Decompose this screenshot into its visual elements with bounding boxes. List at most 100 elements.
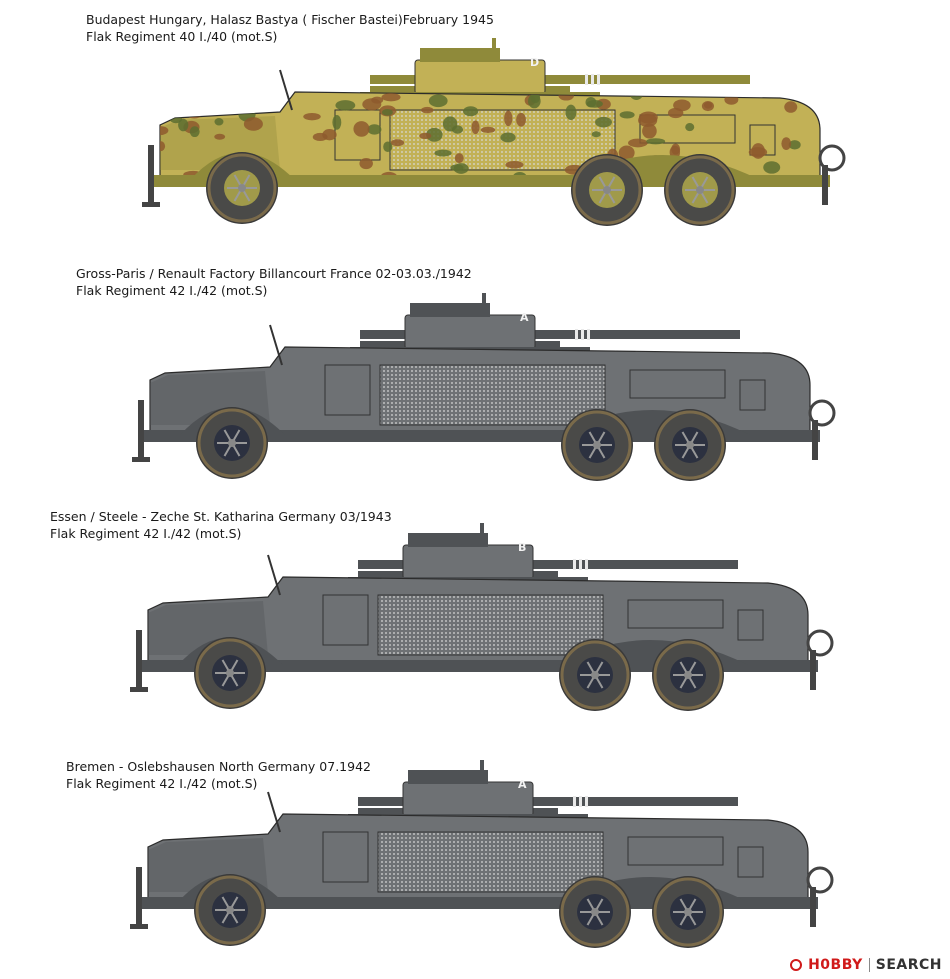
camo-spot (480, 126, 496, 133)
vehicle-profile-4: A (130, 760, 834, 948)
rear-locker (627, 599, 724, 629)
wheel (194, 637, 266, 709)
caption-2-line-2: Flak Regiment 42 I./42 (mot.S) (76, 283, 268, 298)
truck: A (132, 293, 836, 481)
caption-1-line-2: Flak Regiment 40 I./40 (mot.S) (86, 29, 278, 44)
wheel-hub (603, 186, 611, 194)
gun-sight-housing (408, 533, 488, 547)
vehicle-profile-1: D (142, 38, 846, 226)
camo-spot (332, 114, 342, 130)
gun-antenna (480, 523, 484, 535)
rear-locker (627, 836, 724, 866)
cab-door (324, 364, 371, 416)
barrel-band (573, 559, 576, 570)
front-jack (136, 867, 142, 927)
wheel (196, 407, 268, 479)
camo-spot (505, 161, 524, 169)
front-jack (136, 630, 142, 690)
camo-spot (630, 92, 643, 100)
gun-sight-housing (420, 48, 500, 62)
barrel-band (579, 796, 582, 807)
barrel-band (591, 74, 594, 85)
camo-spot (781, 137, 792, 151)
camo-spot (359, 157, 373, 170)
camo-spot (426, 127, 443, 142)
camo-spot (618, 145, 635, 161)
camo-spot (471, 120, 480, 135)
camo-spot (628, 138, 648, 148)
gun-barrel (358, 560, 738, 569)
camo-spot (434, 149, 452, 157)
gun-barrel (360, 330, 740, 339)
cab-rail (267, 791, 281, 833)
camo-spot (214, 133, 226, 140)
truck: D (142, 38, 846, 226)
camo-spot (383, 141, 393, 152)
hobby-search-watermark: H0BBY SEARCH (790, 957, 942, 973)
jack-base (130, 687, 148, 692)
watermark-logo: H0BBY (808, 957, 863, 973)
camo-spot (199, 103, 211, 110)
front-jack (148, 145, 154, 205)
gun-cradle (402, 781, 534, 817)
caption-2: Gross-Paris / Renault Factory Billancour… (76, 265, 472, 299)
wheel (571, 154, 643, 226)
wheel (652, 876, 724, 948)
camo-spot (214, 118, 224, 126)
gun-sight-housing (408, 770, 488, 784)
camo-spot (788, 140, 801, 150)
rear-support (810, 887, 816, 927)
caption-1-line-1: Budapest Hungary, Halasz Bastya ( Fische… (86, 12, 494, 27)
camo-spot (504, 110, 513, 127)
camo-spot (187, 111, 202, 119)
camouflage-pattern (160, 92, 801, 180)
camo-spot (619, 111, 635, 119)
camo-spot (189, 126, 200, 138)
camo-spot (565, 104, 577, 121)
wheel (652, 639, 724, 711)
camo-spot (419, 132, 432, 140)
camo-spot (595, 116, 612, 128)
gun-antenna (482, 293, 486, 305)
rear-winch (818, 144, 846, 172)
vehicle-profile-3: B (130, 523, 834, 711)
cab-rail (279, 69, 293, 111)
wheel-hub (228, 439, 236, 447)
caption-4-line-1: Bremen - Oslebshausen North Germany 07.1… (66, 759, 371, 774)
camo-spot (748, 147, 768, 158)
camo-spot (160, 125, 169, 136)
camo-spot (763, 161, 781, 174)
caption-1: Budapest Hungary, Halasz Bastya ( Fische… (86, 11, 494, 45)
gun-letter-marking: A (518, 778, 527, 791)
camo-spot (586, 100, 603, 108)
cab-door (322, 831, 369, 883)
camo-spot (367, 124, 382, 135)
mesh-side-panel (379, 364, 606, 426)
caption-4: Bremen - Oslebshausen North Germany 07.1… (66, 758, 371, 792)
barrel-band (579, 559, 582, 570)
camo-spot (335, 100, 356, 111)
wheel (559, 639, 631, 711)
camo-spot (442, 116, 458, 132)
jack-base (130, 924, 148, 929)
camo-spot (261, 92, 280, 99)
wheel (654, 409, 726, 481)
camo-spot (390, 139, 405, 147)
gun-cradle (402, 544, 534, 580)
camo-spot (724, 94, 739, 105)
camo-spot (178, 118, 189, 132)
rear-locker (639, 114, 736, 144)
gun-antenna (492, 38, 496, 50)
cab-rail (269, 324, 283, 366)
cab-rail (267, 554, 281, 596)
caption-2-line-1: Gross-Paris / Renault Factory Billancour… (76, 266, 472, 281)
wheel-hub (591, 908, 599, 916)
camo-spot (322, 129, 337, 141)
wheel-hub (593, 441, 601, 449)
barrel-band (587, 329, 590, 340)
wheel-hub (226, 906, 234, 914)
camo-spot (420, 106, 434, 114)
jack-base (132, 457, 150, 462)
caption-3: Essen / Steele - Zeche St. Katharina Ger… (50, 508, 392, 542)
camo-spot (638, 111, 658, 124)
